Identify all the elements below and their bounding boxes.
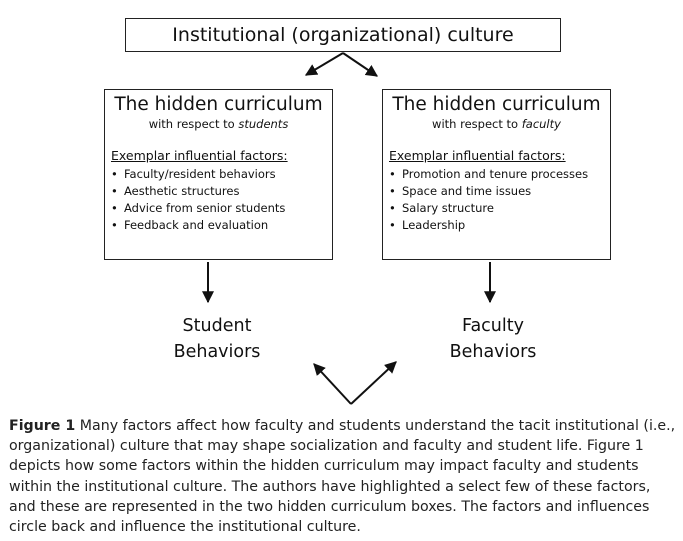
caption-label: Figure 1 <box>9 418 76 434</box>
factors-heading: Exemplar influential factors: <box>389 148 566 163</box>
subtitle-emphasis: faculty <box>521 117 561 131</box>
subtitle-prefix: with respect to <box>148 117 235 131</box>
factors-heading: Exemplar influential factors: <box>111 148 288 163</box>
top-split-arrow <box>304 52 378 77</box>
faculty-behaviors-node: Faculty Behaviors <box>426 313 560 365</box>
factor-item: Space and time issues <box>389 183 604 200</box>
hidden-curriculum-students-box: The hidden curriculum with respect to st… <box>104 89 333 260</box>
figure-caption: Figure 1 Many factors affect how faculty… <box>9 416 679 537</box>
institutional-culture-label: Institutional (organizational) culture <box>172 24 514 46</box>
outcome-line-1: Faculty <box>462 316 524 336</box>
box-subtitle: with respect to faculty <box>389 117 604 131</box>
bottom-feedback-arrow <box>313 361 397 405</box>
factor-item: Salary structure <box>389 200 604 217</box>
factor-item: Faculty/resident behaviors <box>111 166 326 183</box>
subtitle-prefix: with respect to <box>432 117 519 131</box>
factors-list: Faculty/resident behaviors Aesthetic str… <box>111 166 326 234</box>
hidden-curriculum-faculty-box: The hidden curriculum with respect to fa… <box>382 89 611 260</box>
institutional-culture-box: Institutional (organizational) culture <box>125 18 561 52</box>
factor-item: Feedback and evaluation <box>111 217 326 234</box>
outcome-line-2: Behaviors <box>173 342 261 362</box>
caption-text: Many factors affect how faculty and stud… <box>9 418 676 536</box>
box-title: The hidden curriculum <box>392 94 601 115</box>
student-behaviors-node: Student Behaviors <box>150 313 284 365</box>
subtitle-emphasis: students <box>238 117 289 131</box>
factor-item: Advice from senior students <box>111 200 326 217</box>
factor-item: Promotion and tenure processes <box>389 166 604 183</box>
factor-item: Leadership <box>389 217 604 234</box>
box-title: The hidden curriculum <box>114 94 323 115</box>
factor-item: Aesthetic structures <box>111 183 326 200</box>
box-subtitle: with respect to students <box>111 117 326 131</box>
factors-list: Promotion and tenure processes Space and… <box>389 166 604 234</box>
outcome-line-2: Behaviors <box>449 342 537 362</box>
outcome-line-1: Student <box>182 316 252 336</box>
